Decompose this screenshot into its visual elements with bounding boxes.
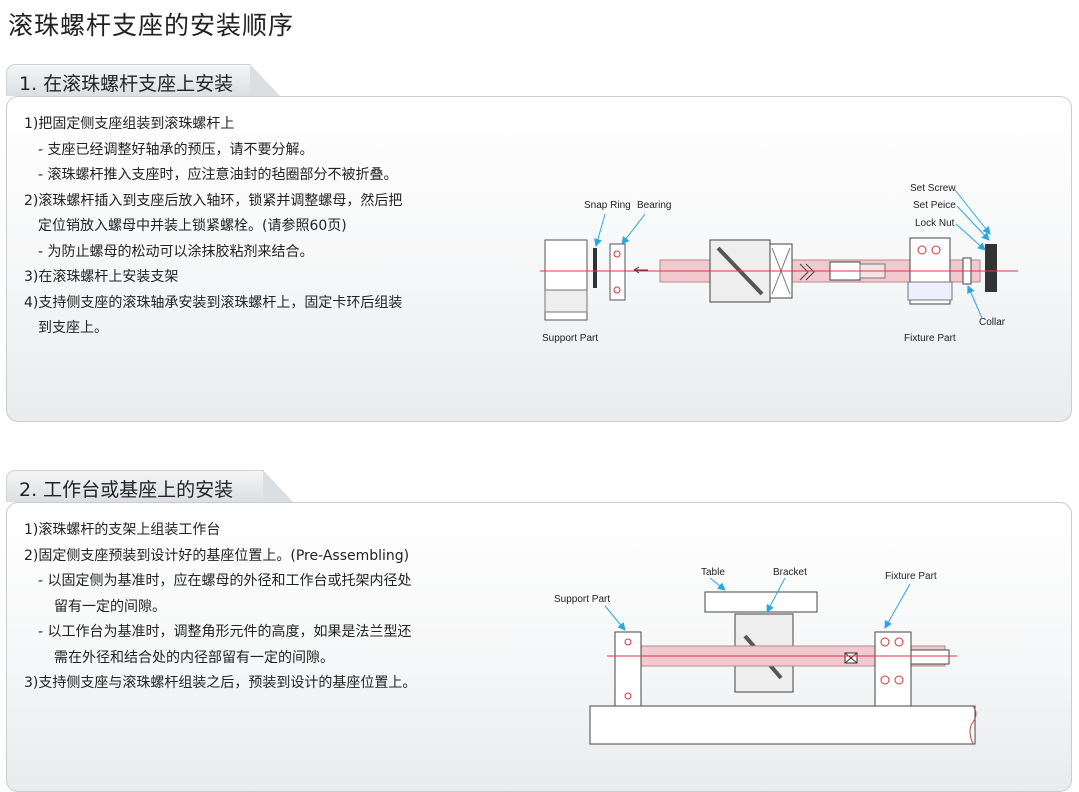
section1-panel <box>6 96 1072 422</box>
section1-title: 1. 在滚珠螺杆支座上安装 <box>19 73 234 95</box>
step-line: 2)滚珠螺杆插入到支座后放入轴环，锁紧并调整螺母，然后把 <box>24 192 403 209</box>
label-set-peice: Set Peice <box>913 200 956 211</box>
step-line: - 以固定侧为基准时，应在螺母的外径和工作台或托架内径处 <box>38 573 412 589</box>
lock-nut-part <box>985 244 997 292</box>
section2-tab-tail <box>263 470 293 502</box>
step-line: - 支座已经调整好轴承的预压，请不要分解。 <box>38 141 314 158</box>
section2-assembly-diagram: Table Bracket Fixture Part Support Part <box>554 567 977 745</box>
label-snap-ring: Snap Ring <box>584 200 631 211</box>
step-line: 1)把固定侧支座组装到滚珠螺杆上 <box>24 116 235 132</box>
label-support-part: Support Part <box>542 333 598 344</box>
label-set-screw: Set Screw <box>910 183 956 194</box>
work-table <box>704 591 818 613</box>
label-lock-nut: Lock Nut <box>915 218 955 229</box>
section1-tab: 1. 在滚珠螺杆支座上安装 <box>6 64 251 96</box>
fixture-part-2 <box>874 631 950 707</box>
step-line: - 为防止螺母的松动可以涂抹胶粘剂来结合。 <box>38 243 314 260</box>
section1-tab-tail <box>250 64 280 96</box>
step-line: 3)支持侧支座与滚珠螺杆组装之后，预装到设计的基座位置上。 <box>24 675 417 691</box>
support-part-block <box>544 239 588 321</box>
label-fixture-part: Fixture Part <box>904 333 956 344</box>
section2-title: 2. 工作台或基座上的安装 <box>19 479 234 501</box>
step-line: - 滚珠螺杆推入支座时，应注意油封的毡圈部分不被折叠。 <box>38 167 398 183</box>
label-fixture-part-2: Fixture Part <box>885 571 937 582</box>
label-bracket: Bracket <box>773 567 807 578</box>
label-bearing: Bearing <box>637 200 671 211</box>
section1-steps: 1)把固定侧支座组装到滚珠螺杆上 - 支座已经调整好轴承的预压，请不要分解。 -… <box>24 112 402 342</box>
step-line: 定位销放入螺母中并装上锁紧螺栓。(请参照60页) <box>38 218 347 234</box>
step-line: 3)在滚珠螺杆上安装支架 <box>24 269 179 285</box>
label-table: Table <box>701 567 725 578</box>
step-line: 到支座上。 <box>38 320 108 336</box>
section1-assembly-diagram: Snap Ring Bearing Set Screw Set Peice Lo… <box>540 183 1018 344</box>
snap-ring <box>593 248 597 288</box>
base-plate <box>589 705 976 745</box>
step-line: 需在外径和结合处的内径部留有一定的间隙。 <box>54 649 334 666</box>
bearing-part <box>609 243 626 301</box>
label-support-part-2: Support Part <box>554 594 610 605</box>
section2-tab: 2. 工作台或基座上的安装 <box>6 470 264 502</box>
assembly-arrow <box>633 266 648 274</box>
label-collar: Collar <box>979 317 1006 328</box>
support-part-2 <box>614 631 642 707</box>
page-title: 滚珠螺杆支座的安装顺序 <box>8 11 295 40</box>
step-line: 1)滚珠螺杆的支架上组装工作台 <box>24 522 221 538</box>
step-line: 2)固定侧支座预装到设计好的基座位置上。(Pre-Assembling) <box>24 547 410 564</box>
step-line: - 以工作台为基准时，调整角形元件的高度，如果是法兰型还 <box>38 624 412 640</box>
step-line: 留有一定的间隙。 <box>54 598 166 615</box>
step-line: 4)支持侧支座的滚珠轴承安装到滚珠螺杆上，固定卡环后组装 <box>24 294 403 311</box>
section2-steps: 1)滚珠螺杆的支架上组装工作台 2)固定侧支座预装到设计好的基座位置上。(Pre… <box>24 518 416 697</box>
